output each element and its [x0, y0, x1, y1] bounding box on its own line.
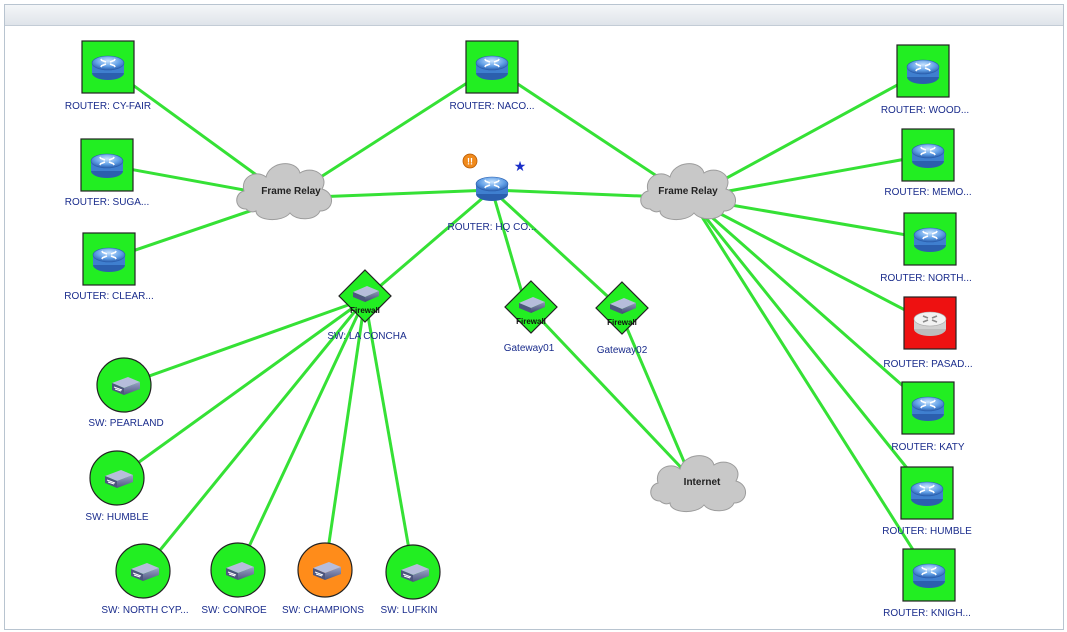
router-icon: [912, 563, 946, 589]
switch-node[interactable]: SW: LUFKIN: [380, 544, 441, 616]
firewall-node[interactable]: Firewall SW: LA CONCHA: [327, 269, 407, 342]
frame-relay-left-label: Frame Relay: [261, 186, 321, 197]
alert-badge-icon[interactable]: !!: [462, 153, 478, 169]
router-node[interactable]: ROUTER: HUMBLE: [882, 466, 972, 537]
router-label: ROUTER: KNIGH...: [883, 608, 971, 619]
firewall-caption: Firewall: [607, 318, 637, 327]
router-label: ROUTER: NORTH...: [880, 273, 971, 284]
hq-router-node[interactable]: ROUTER: HQ CO... !! ★: [448, 153, 537, 233]
svg-text:!!: !!: [467, 157, 473, 167]
router-label: ROUTER: PASAD...: [883, 359, 972, 370]
frame-relay-cloud-left[interactable]: Frame Relay: [236, 163, 332, 220]
switch-label: SW: PEARLAND: [88, 418, 163, 429]
router-label: ROUTER: KATY: [891, 442, 964, 453]
switch-label: SW: NORTH CYP...: [101, 605, 188, 616]
router-icon: [922, 315, 938, 323]
switch-node[interactable]: SW: PEARLAND: [88, 357, 164, 429]
firewall-caption: Firewall: [350, 306, 380, 315]
router-node[interactable]: ROUTER: CY-FAIR: [65, 40, 151, 112]
firewall-label: SW: LA CONCHA: [327, 331, 407, 342]
firewall-label: Gateway01: [504, 343, 555, 354]
switch-node[interactable]: SW: CONROE: [201, 542, 267, 616]
router-label: ROUTER: CLEAR...: [64, 291, 153, 302]
router-label: ROUTER: SUGA...: [65, 197, 149, 208]
router-label: ROUTER: HUMBLE: [882, 526, 972, 537]
topology-canvas[interactable]: Frame Relay Frame Relay Internet ROUTER:…: [5, 5, 1063, 629]
router-node[interactable]: ROUTER: NORTH...: [880, 212, 972, 284]
router-node[interactable]: ROUTER: CLEAR...: [64, 232, 154, 302]
firewall-label: Gateway02: [597, 345, 648, 356]
router-label: ROUTER: NACO...: [449, 101, 534, 112]
router-node[interactable]: ROUTER: KNIGH...: [883, 548, 971, 619]
switch-node[interactable]: SW: NORTH CYP...: [101, 543, 189, 616]
switch-label: SW: HUMBLE: [85, 512, 148, 523]
router-node[interactable]: ROUTER: MEMO...: [884, 128, 972, 198]
switch-node[interactable]: SW: HUMBLE: [85, 450, 149, 523]
switch-label: SW: LUFKIN: [380, 605, 437, 616]
frame-relay-right-label: Frame Relay: [658, 186, 718, 197]
window-header-bar: [5, 5, 1063, 26]
router-node[interactable]: ROUTER: NACO...: [449, 40, 535, 112]
router-label: ROUTER: MEMO...: [884, 187, 971, 198]
router-icon: [910, 481, 944, 507]
router-node[interactable]: ROUTER: SUGA...: [65, 138, 149, 208]
switch-label: SW: CONROE: [201, 605, 267, 616]
network-links: [106, 65, 931, 576]
router-icon: [475, 55, 509, 81]
firewall-node[interactable]: Firewall Gateway01: [504, 280, 558, 354]
router-icon: [906, 59, 940, 85]
router-icon: [475, 176, 509, 202]
internet-cloud[interactable]: Internet: [650, 455, 746, 512]
switch-node-warn[interactable]: SW: CHAMPIONS: [282, 542, 364, 616]
switch-label: SW: CHAMPIONS: [282, 605, 364, 616]
topology-window: Frame Relay Frame Relay Internet ROUTER:…: [4, 4, 1064, 630]
router-node[interactable]: ROUTER: KATY: [891, 381, 965, 453]
router-icon: [911, 396, 945, 422]
star-icon: ★: [514, 159, 527, 175]
router-icon: [91, 55, 125, 81]
router-label: ROUTER: CY-FAIR: [65, 101, 151, 112]
router-icon: [92, 247, 126, 273]
hq-router-label: ROUTER: HQ CO...: [448, 222, 537, 233]
router-node-alert[interactable]: ROUTER: PASAD...: [883, 296, 973, 370]
router-node[interactable]: ROUTER: WOOD...: [881, 44, 969, 116]
router-label: ROUTER: WOOD...: [881, 105, 969, 116]
firewall-node[interactable]: Firewall Gateway02: [595, 281, 649, 356]
router-icon: [911, 143, 945, 169]
internet-label: Internet: [684, 477, 721, 488]
router-icon: [90, 153, 124, 179]
frame-relay-cloud-right[interactable]: Frame Relay: [640, 163, 736, 220]
firewall-caption: Firewall: [516, 317, 546, 326]
router-icon: [913, 227, 947, 253]
